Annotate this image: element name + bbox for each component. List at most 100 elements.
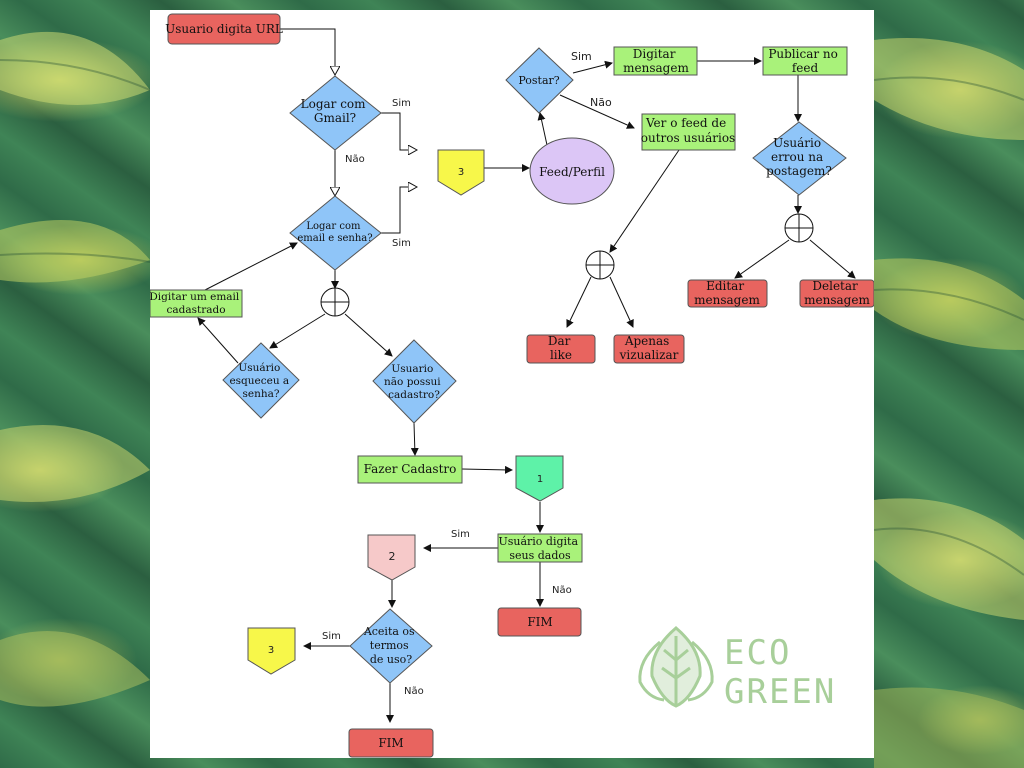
node-errou-decision: Usuário errou na postagem? [752, 121, 847, 196]
svg-text:Editar mensagem: Editar mensagem [694, 279, 760, 307]
svg-text:Dar like: Dar like [548, 334, 574, 362]
svg-text:Digitar um email cadastr: Digitar um email cadastrado [150, 291, 243, 316]
edge-label-dados-nao: Não [552, 585, 572, 596]
logo-line1: ECO [724, 633, 791, 673]
node-digitar-email: Digitar um email cadastrado [150, 289, 243, 318]
node-sem-cadastro-line2: não possui [384, 376, 441, 388]
node-aceita-line2: termos [370, 639, 409, 652]
node-fim-2-label: FIM [378, 736, 403, 750]
node-digitar-mensagem: Digitar mensagem [613, 46, 698, 76]
node-email-decision: Logar com email e senha? [289, 195, 382, 271]
svg-text:Apenas vizualizar: Apenas vizualizar [619, 334, 679, 362]
node-errou-line2: errou na [771, 150, 823, 164]
node-sem-cadastro-line1: Usuario [391, 363, 433, 375]
node-sem-cadastro-decision: Usuario não possui cadastro? [372, 339, 457, 424]
svg-text:Usuário esqueceu a: Usuário esqueceu a senha? [229, 362, 292, 400]
node-editar-line2: mensagem [694, 293, 760, 307]
svg-text:Ver o feed de outros usu: Ver o feed de outros usuários [641, 116, 735, 145]
node-apenas-line2: vizualizar [619, 348, 679, 362]
xor-gateway-login [320, 287, 350, 317]
svg-text:Aceita os termos d: Aceita os termos de uso? [363, 625, 418, 666]
edge-label-postar-nao: Não [590, 96, 612, 109]
svg-text:Usuario não possui: Usuario não possui cadastro? [384, 363, 444, 401]
node-dar-like-line2: like [550, 348, 572, 362]
node-email-line1: Logar com [306, 221, 361, 232]
node-publicar-feed: Publicar no feed [762, 46, 848, 76]
node-gmail-line1: Logar com [301, 97, 367, 111]
node-fim-1-label: FIM [527, 615, 552, 629]
svg-text:Deletar mensagem: Deletar mensagem [804, 279, 870, 307]
node-postar-label: Postar? [518, 74, 559, 87]
leaf-icon [638, 626, 714, 708]
edge-label-aceita-nao: Não [404, 686, 424, 697]
node-aceita-decision: Aceita os termos de uso? [349, 608, 433, 684]
node-editar-mensagem: Editar mensagem [687, 279, 768, 308]
svg-text:Logar com email e senha?: Logar com email e senha? [297, 221, 372, 244]
svg-text:Publicar no feed: Publicar no feed [768, 47, 841, 75]
node-apenas-vizualizar: Apenas vizualizar [613, 334, 685, 364]
node-fim-2: FIM [348, 728, 434, 758]
node-errou-line1: Usuário [773, 136, 821, 150]
connector-3-bottom-label: 3 [268, 645, 274, 656]
diagram-canvas: Sim Não Sim Sim Não Sim Não Sim Não Usua… [150, 10, 874, 758]
connector-1: 1 [515, 455, 564, 502]
node-esqueceu-decision: Usuário esqueceu a senha? [222, 342, 300, 419]
node-deletar-line2: mensagem [804, 293, 870, 307]
edge-label-gmail-sim: Sim [392, 98, 411, 109]
node-digitar-email-line1: Digitar um email [150, 291, 240, 303]
node-publicar-line2: feed [792, 61, 819, 75]
node-deletar-line1: Deletar [812, 279, 858, 293]
node-esqueceu-line2: esqueceu a [229, 375, 289, 387]
node-editar-line1: Editar [706, 279, 744, 293]
node-ver-feed-line2: outros usuários [641, 131, 735, 145]
node-aceita-line3: de uso? [370, 653, 412, 666]
connector-3-top-label: 3 [458, 167, 464, 178]
node-aceita-line1: Aceita os [363, 625, 415, 638]
node-sem-cadastro-line3: cadastro? [388, 389, 440, 401]
node-digitar-mensagem-line1: Digitar [633, 47, 676, 61]
edge-label-aceita-sim: Sim [322, 631, 341, 642]
connector-3-bottom: 3 [247, 627, 296, 675]
eco-green-logo: ECO GREEN [638, 626, 836, 712]
svg-text:Usuário errou na p: Usuário errou na postagem? [766, 136, 832, 178]
node-digitar-mensagem-line2: mensagem [623, 61, 689, 75]
node-ver-feed-line1: Ver o feed de [645, 116, 726, 130]
svg-text:Usuário digita seus dado: Usuário digita seus dados [498, 535, 581, 562]
node-feed-perfil-label: Feed/Perfil [539, 165, 605, 179]
logo-line2: GREEN [724, 672, 836, 712]
node-digita-dados-line1: Usuário digita [498, 535, 578, 548]
svg-text:Logar com Gmail?: Logar com Gmail? [301, 97, 370, 125]
xor-gateway-correcao [784, 213, 814, 243]
node-deletar-mensagem: Deletar mensagem [799, 279, 874, 308]
edge-label-gmail-nao: Não [345, 154, 365, 165]
node-digitar-email-line2: cadastrado [166, 304, 225, 316]
node-start: Usuario digita URL [165, 13, 283, 45]
node-errou-line3: postagem? [766, 164, 832, 178]
node-digita-dados: Usuário digita seus dados [497, 533, 583, 563]
node-start-label: Usuario digita URL [165, 22, 283, 36]
node-fazer-cadastro: Fazer Cadastro [357, 455, 463, 484]
connector-3-top: 3 [437, 149, 485, 196]
xor-gateway-interacao [585, 250, 615, 280]
node-gmail-line2: Gmail? [314, 111, 356, 125]
edge-label-postar-sim: Sim [571, 50, 592, 63]
node-fazer-cadastro-label: Fazer Cadastro [364, 462, 457, 476]
node-publicar-line1: Publicar no [768, 47, 838, 61]
edge-label-email-sim: Sim [392, 238, 411, 249]
node-feed-perfil: Feed/Perfil [529, 137, 615, 205]
node-dar-like: Dar like [526, 334, 596, 364]
connector-2-label: 2 [389, 550, 396, 563]
node-ver-feed: Ver o feed de outros usuários [641, 113, 736, 151]
connector-2: 2 [367, 534, 416, 581]
node-postar-decision: Postar? [505, 47, 574, 114]
node-digita-dados-line2: seus dados [509, 549, 571, 562]
node-gmail-decision: Logar com Gmail? [289, 75, 382, 151]
node-apenas-line1: Apenas [624, 334, 670, 348]
edge-label-dados-sim: Sim [451, 529, 470, 540]
node-email-line2: email e senha? [297, 233, 372, 244]
node-esqueceu-line3: senha? [242, 388, 279, 400]
flowchart: Sim Não Sim Sim Não Sim Não Sim Não Usua… [150, 13, 874, 758]
node-dar-like-line1: Dar [548, 334, 571, 348]
edges [197, 28, 856, 723]
svg-text:Digitar mensagem: Digitar mensagem [623, 47, 689, 75]
